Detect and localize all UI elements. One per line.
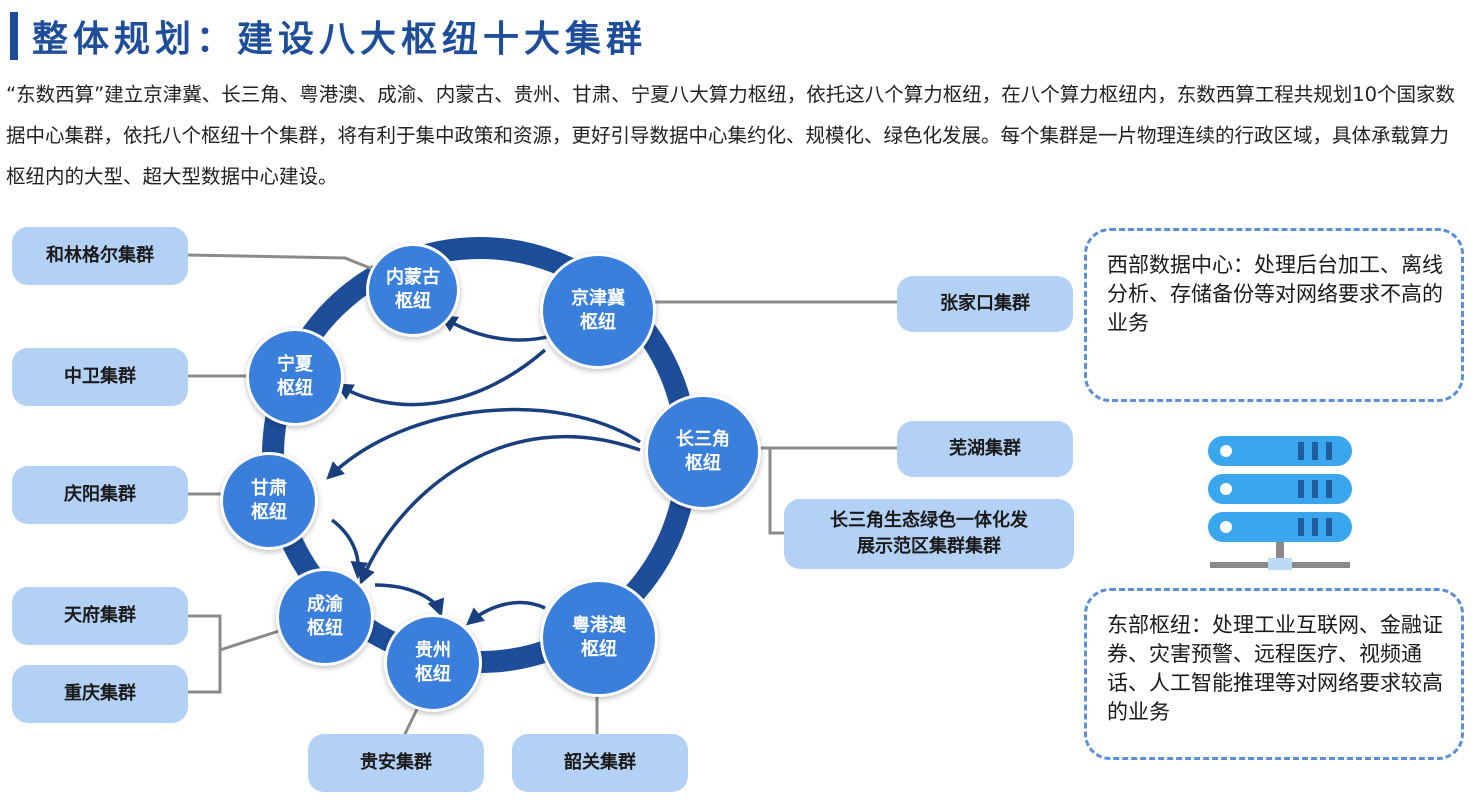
server-rack-icon — [1208, 436, 1352, 570]
note-west-data-center: 西部数据中心：处理后台加工、离线分析、存储备份等对网络要求不高的业务 — [1084, 228, 1464, 402]
intro-paragraph: “东数西算”建立京津冀、长三角、粤港澳、成渝、内蒙古、贵州、甘肃、宁夏八大算力枢… — [6, 83, 1456, 188]
cluster-wuhu: 芜湖集群 — [897, 421, 1073, 477]
hub-ningxia: 宁夏 枢纽 — [246, 328, 344, 426]
cluster-helingeer: 和林格尔集群 — [12, 227, 188, 285]
hub-yuegangao: 粤港澳 枢纽 — [540, 579, 658, 697]
note-east-hub: 东部枢纽：处理工业互联网、金融证券、灾害预警、远程医疗、视频通话、人工智能推理等… — [1084, 588, 1464, 760]
arrow-gansu-chengyu — [330, 518, 368, 580]
hub-changsanjiao: 长三角 枢纽 — [645, 394, 761, 510]
connector-helingeer — [187, 253, 381, 274]
hub-neimenggu: 内蒙古 枢纽 — [366, 243, 460, 337]
cluster-tianfu: 天府集群 — [12, 587, 188, 645]
title-accent-bar — [10, 12, 18, 60]
cluster-chongqing: 重庆集群 — [12, 665, 188, 723]
hub-jingjinji: 京津冀 枢纽 — [540, 253, 656, 369]
cluster-qingyang: 庆阳集群 — [12, 466, 188, 524]
connector-chengyu-bracket — [219, 628, 283, 652]
arrow-changsanjiao-chengyu — [358, 434, 641, 585]
hub-gansu: 甘肃 枢纽 — [220, 452, 318, 550]
hub-guizhou: 贵州 枢纽 — [384, 614, 482, 712]
hub-chengyu: 成渝 枢纽 — [276, 568, 374, 666]
cluster-guian: 贵安集群 — [308, 734, 484, 792]
connector-tianfu — [188, 614, 222, 694]
connector-changsanjiao-demo — [768, 448, 784, 535]
arrow-jingjinji-ningxia — [335, 348, 547, 407]
cluster-zhangjiakou: 张家口集群 — [897, 276, 1073, 332]
page-title: 整体规划：建设八大枢纽十大集群 — [32, 19, 648, 60]
arrow-jingjinji-neimenggu — [439, 315, 556, 342]
arrow-yuegangao-guizhou — [465, 600, 546, 626]
cluster-changsanjiao-demo: 长三角生态绿色一体化发 展示范区集群集群 — [784, 499, 1074, 569]
cluster-shaoguan: 韶关集群 — [512, 734, 688, 792]
arrow-chengyu-guizhou — [374, 583, 445, 617]
cluster-zhongwei: 中卫集群 — [12, 348, 188, 406]
arrow-changsanjiao-gansu — [326, 407, 641, 480]
